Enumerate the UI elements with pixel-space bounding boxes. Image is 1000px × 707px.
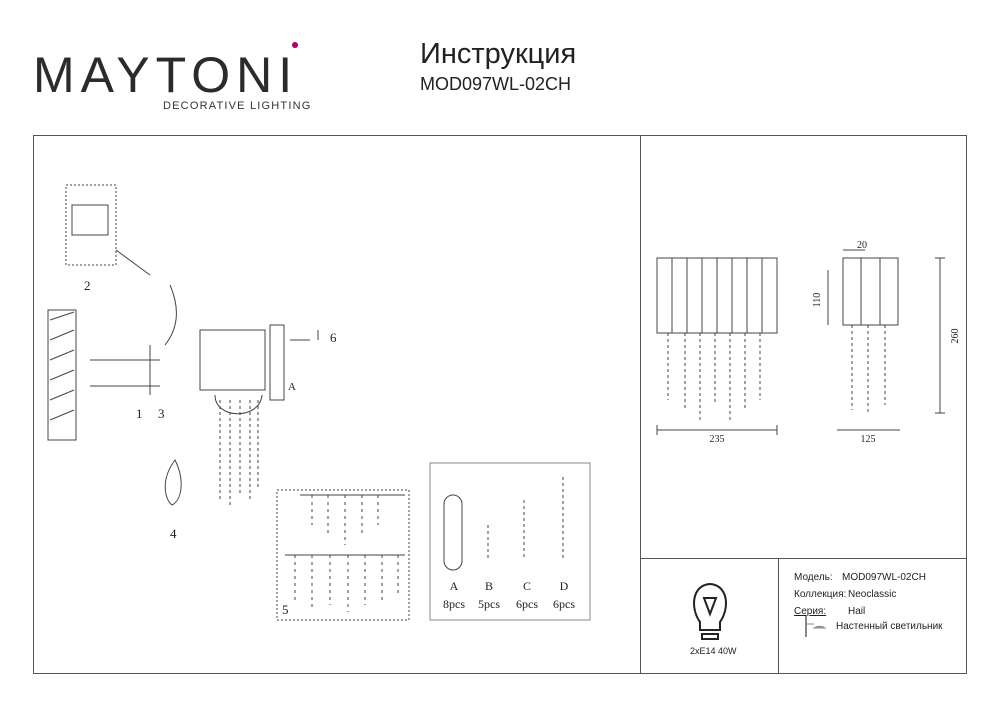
part-qty: 6pcs bbox=[516, 597, 538, 611]
collection-label: Коллекция: bbox=[794, 589, 847, 600]
wall-lamp-icon bbox=[805, 616, 827, 637]
part-letter: A bbox=[450, 579, 459, 593]
fixture-type: Настенный светильник bbox=[836, 621, 943, 632]
page-title: Инструкция bbox=[420, 38, 577, 70]
label-1: 1 bbox=[136, 406, 143, 421]
brand-logo: MAYTONI bbox=[33, 47, 299, 103]
power-spec: 2xE14 40W bbox=[690, 646, 737, 656]
label-2: 2 bbox=[84, 278, 91, 293]
part-a-drawing bbox=[443, 494, 463, 571]
part-qty: 8pcs bbox=[443, 597, 465, 611]
label-6: 6 bbox=[330, 330, 337, 345]
label-5: 5 bbox=[282, 602, 289, 617]
series-label: Серия: bbox=[794, 606, 827, 617]
part-letter: C bbox=[523, 579, 531, 593]
part-letter: D bbox=[560, 579, 569, 593]
collection-value: Neoclassic bbox=[848, 589, 897, 600]
dimension-width-front: 235 bbox=[710, 434, 725, 445]
front-view-drawing bbox=[656, 257, 778, 435]
label-4: 4 bbox=[170, 526, 177, 541]
series-value: Hail bbox=[848, 606, 866, 617]
lightbulb-icon bbox=[693, 582, 727, 640]
parts-box bbox=[429, 462, 591, 621]
assembly-diagram bbox=[47, 184, 410, 621]
brand-tagline: DECORATIVE LIGHTING bbox=[163, 100, 312, 112]
divider bbox=[640, 135, 641, 673]
side-view-drawing bbox=[827, 249, 945, 431]
model-label: Модель: bbox=[794, 572, 833, 583]
model-value: MOD097WL-02CH bbox=[842, 572, 926, 583]
model-code: MOD097WL-02CH bbox=[420, 74, 572, 94]
dimension-width-side: 125 bbox=[861, 434, 876, 445]
label-a: A bbox=[288, 381, 296, 393]
part-letter: B bbox=[485, 579, 493, 593]
part-qty: 6pcs bbox=[553, 597, 575, 611]
part-qty: 5pcs bbox=[478, 597, 500, 611]
dimension-body-height: 110 bbox=[812, 293, 823, 308]
dimension-total-height: 260 bbox=[950, 329, 961, 344]
dimension-depth-top: 20 bbox=[857, 240, 867, 251]
divider bbox=[640, 558, 966, 559]
label-3: 3 bbox=[158, 406, 165, 421]
content-frame bbox=[33, 135, 967, 674]
divider bbox=[778, 558, 779, 673]
logo-accent-dot bbox=[292, 42, 298, 48]
